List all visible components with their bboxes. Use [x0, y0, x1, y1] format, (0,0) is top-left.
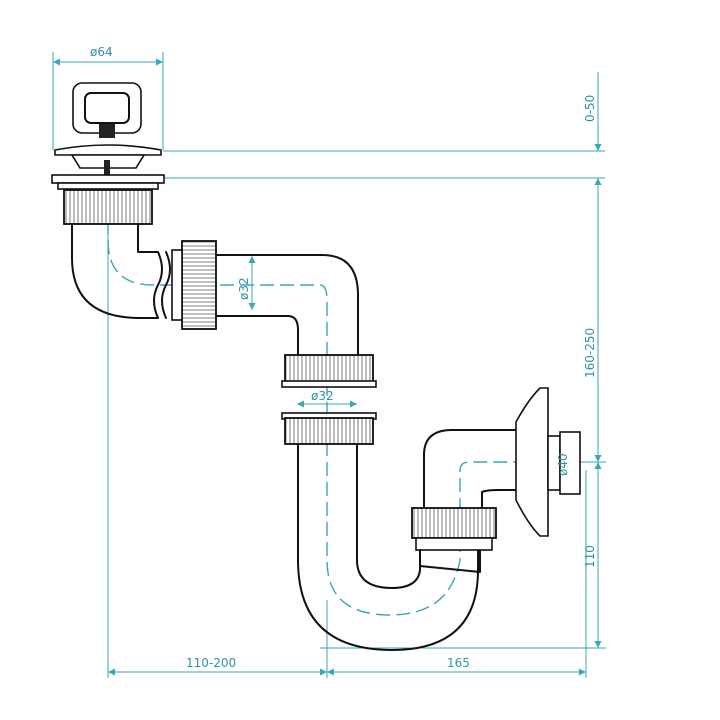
label-height-adjust: 0-50 — [583, 95, 597, 122]
drain-strainer — [51, 82, 165, 225]
label-pipe-diameter-upper: ø32 — [237, 277, 251, 300]
middle-coupling-nuts — [281, 354, 377, 445]
wall-flange — [515, 387, 581, 537]
label-outlet-diameter: ø40 — [556, 453, 570, 476]
label-drop-height: 160-250 — [583, 328, 597, 378]
upper-elbow-pipe — [71, 223, 171, 319]
label-flange-diameter: ø64 — [90, 45, 113, 59]
label-horizontal-offset: 110-200 — [186, 656, 236, 670]
upper-coupling-nut — [171, 240, 217, 330]
outlet-elbow — [423, 429, 517, 509]
u-trap-pipe — [297, 443, 479, 651]
trap-coupling-nut — [411, 507, 497, 573]
center-lines — [107, 200, 580, 616]
label-outlet-height: 110 — [583, 545, 597, 568]
horizontal-arm-pipe — [215, 254, 359, 356]
label-outlet-offset: 165 — [447, 656, 470, 670]
label-pipe-diameter-middle: ø32 — [311, 389, 334, 403]
